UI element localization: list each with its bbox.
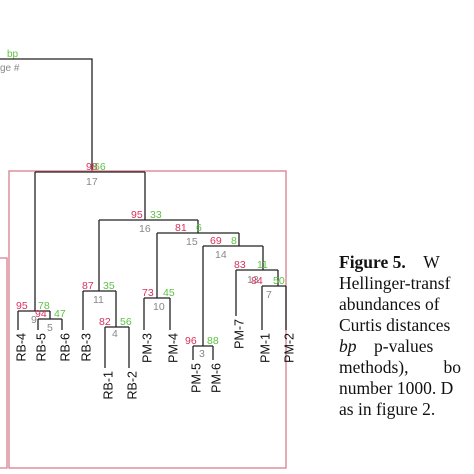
caption-line-5: bp p-values	[339, 336, 474, 357]
caption-line-1: Figure 5. W	[339, 252, 474, 273]
leaf-label: RB-6	[58, 333, 72, 362]
caption-text-6b: bo	[443, 357, 462, 377]
leaf-label: PM-3	[140, 333, 154, 363]
node-au-value: 81	[175, 222, 187, 234]
leaf-labels: RB-4 RB-5 RB-6 RB-3RB-1 RB-2PM-3 PM-4PM-5 PM-6…	[14, 319, 296, 400]
cluster-box-left	[0, 257, 8, 469]
node-au-value: 95	[131, 209, 143, 221]
node-edge-number: 10	[153, 301, 165, 313]
caption-line-8: as in figure 2.	[339, 399, 436, 419]
leaf-label: PM-5	[189, 363, 203, 393]
node-bp-value: 66	[94, 161, 106, 173]
node-edge-number: 3	[199, 348, 205, 360]
node-bp-value: 88	[207, 335, 219, 347]
node-bp-value: 8	[231, 235, 237, 247]
node-bp-value: 47	[54, 308, 66, 320]
caption-line-3: abundances of	[339, 294, 440, 314]
node-au-value: 82	[99, 316, 111, 328]
node-au-value: 87	[82, 280, 94, 292]
tree-branches	[17, 171, 287, 368]
node-bp-value: 56	[120, 316, 132, 328]
caption-line-6: methods), bo	[339, 357, 474, 378]
node-au-value: 94	[35, 308, 47, 320]
node-bp-value: 6	[196, 222, 202, 234]
legend-edge-label: ge #	[0, 63, 20, 74]
caption-text-1: W	[423, 252, 440, 272]
node-edge-number: 4	[112, 328, 118, 340]
leaf-label: PM-2	[282, 333, 296, 363]
leaf-label: RB-4	[14, 333, 28, 362]
node-edge-number: 7	[266, 289, 272, 301]
node-bp-value: 45	[163, 287, 175, 299]
node-au-value: 98	[86, 161, 98, 173]
caption-text-5: p-values	[374, 336, 434, 356]
figure-caption: Figure 5. W Hellinger-transf abundances …	[339, 252, 474, 420]
caption-figure-label: Figure 5.	[339, 252, 406, 272]
caption-line-7: number 1000. D	[339, 378, 454, 398]
node-bp-value: 50	[273, 275, 285, 287]
node-bp-value: 78	[38, 300, 50, 312]
node-bp-value: 11	[257, 259, 268, 271]
node-edge-number: 5	[47, 322, 53, 334]
leaf-label: PM-6	[209, 363, 223, 393]
node-au-value: 96	[185, 335, 197, 347]
legend-bp-label: bp	[7, 49, 19, 60]
leaf-label: PM-7	[232, 319, 246, 349]
node-edge-number: 17	[86, 176, 98, 188]
node-edge-number: 14	[215, 249, 227, 261]
leaf-label: PM-1	[258, 333, 272, 363]
node-edge-number: 11	[93, 294, 104, 306]
leaf-label: RB-3	[79, 333, 93, 362]
node-au-value: 73	[142, 287, 154, 299]
leaf-label: RB-2	[125, 371, 139, 400]
node-au-value: 83	[234, 259, 246, 271]
node-bp-value: 35	[103, 280, 115, 292]
caption-text-6a: methods),	[339, 357, 409, 377]
caption-line-2: Hellinger-transf	[339, 273, 451, 293]
node-edge-number: 16	[139, 223, 151, 235]
leaf-label: RB-1	[101, 371, 115, 400]
node-au-value: 69	[210, 235, 222, 247]
leaf-label: RB-5	[34, 333, 48, 362]
caption-bp: bp	[339, 336, 357, 356]
node-edge-number: 9	[31, 314, 37, 326]
root-branch	[0, 58, 93, 172]
node-edge-number: 15	[186, 236, 198, 248]
node-edge-number: 13	[247, 274, 259, 286]
node-au-value: 95	[16, 300, 28, 312]
caption-line-4: Curtis distances	[339, 315, 451, 335]
node-bp-value: 33	[150, 209, 162, 221]
leaf-label: PM-4	[166, 333, 180, 363]
node-au-value: 84	[251, 275, 263, 287]
